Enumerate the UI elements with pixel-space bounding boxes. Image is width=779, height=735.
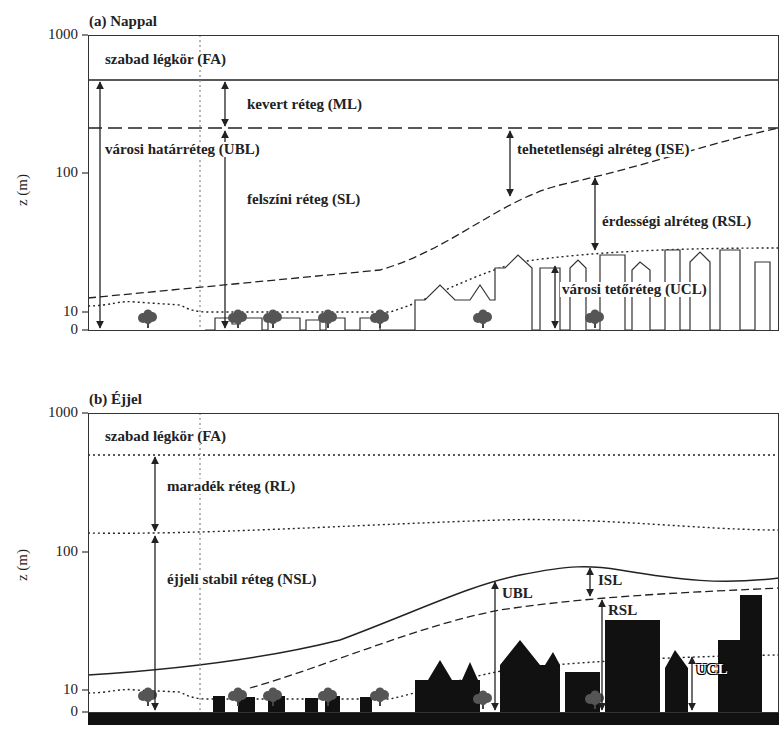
layer-label: UCL (696, 662, 728, 677)
layer-label: kevert réteg (ML) (245, 97, 364, 112)
panel-frame: (b) Éjjel (88, 413, 779, 713)
layer-label: RSL (606, 603, 639, 618)
night-trees (138, 688, 604, 710)
layer-label: tehetetlenségi alréteg (ISE) (515, 142, 691, 157)
layer-label: UBL (500, 586, 535, 601)
axis-value: 1000 (22, 27, 78, 42)
axis-value: 10 (22, 304, 78, 319)
axis-value: 0 (22, 322, 78, 337)
layer-label: szabad légkör (FA) (103, 52, 228, 67)
day-arrows (100, 82, 595, 328)
axis-value: 0 (22, 704, 78, 719)
night-arrows (155, 457, 692, 710)
layer-label: éjjeli stabil réteg (NSL) (165, 572, 319, 587)
day-layers (88, 35, 779, 330)
panel-heading: (b) Éjjel (89, 392, 142, 407)
layer-label: szabad légkör (FA) (103, 429, 228, 444)
layer-label: ISL (596, 573, 624, 588)
panel-heading: (a) Nappal (89, 14, 157, 29)
layer-label: érdességi alréteg (RSL) (600, 214, 753, 229)
layer-label: városi tetőréteg (UCL) (560, 282, 709, 297)
layer-label: maradék réteg (RL) (165, 479, 297, 494)
day-trees (138, 310, 604, 329)
night-buildings (88, 595, 779, 725)
axis-title: z (m) (15, 549, 30, 581)
layer-label: felszíni réteg (SL) (245, 192, 362, 207)
axis-title: z (m) (15, 174, 30, 206)
axis-value: 100 (22, 165, 78, 180)
day-buildings (205, 250, 770, 330)
night-layers (88, 413, 779, 712)
axis-value: 10 (22, 682, 78, 697)
layer-label: városi határréteg (UBL) (103, 142, 262, 157)
axis-value: 100 (22, 544, 78, 559)
axis-value: 1000 (22, 405, 78, 420)
